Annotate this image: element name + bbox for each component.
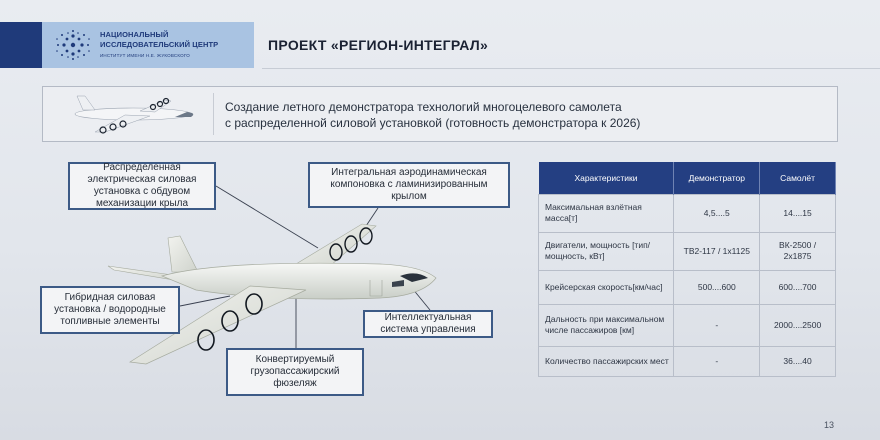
callout-intelligent-control: Интеллектуальная система управления — [363, 310, 493, 338]
row-param: Двигатели, мощность [тип/мощность, кВт] — [537, 231, 675, 271]
row-plane-value: 600....700 — [759, 269, 836, 305]
row-plane-value: 36....40 — [759, 345, 836, 377]
title-divider — [262, 68, 880, 69]
logo-dots-icon — [56, 30, 90, 60]
table-row: Крейсерская скорость[км/час] 500....600 … — [537, 269, 836, 305]
row-demo-value: - — [673, 345, 761, 377]
airplane-thumbnail — [74, 95, 194, 134]
subtitle-line-1: Создание летного демонстратора технологи… — [225, 100, 622, 114]
header-aircraft: Самолёт — [759, 162, 836, 194]
logo: НАЦИОНАЛЬНЫЙ ИССЛЕДОВАТЕЛЬСКИЙ ЦЕНТР ИНС… — [42, 22, 254, 68]
row-param: Крейсерская скорость[км/час] — [537, 269, 675, 305]
slide-title: ПРОЕКТ «РЕГИОН-ИНТЕГРАЛ» — [268, 37, 489, 53]
table-header-row: Характеристики Демонстратор Самолёт — [538, 162, 836, 194]
table-row: Максимальная взлётная масса[т] 4,5....5 … — [537, 193, 836, 233]
header-accent-strip — [0, 22, 42, 68]
subtitle-box: Создание летного демонстратора технологи… — [42, 86, 838, 142]
table-row: Двигатели, мощность [тип/мощность, кВт] … — [537, 231, 836, 271]
row-plane-value: 2000....2500 — [759, 303, 836, 347]
logo-line-2: ИССЛЕДОВАТЕЛЬСКИЙ ЦЕНТР — [100, 39, 219, 49]
logo-line-1: НАЦИОНАЛЬНЫЙ — [100, 29, 169, 39]
spec-table: Характеристики Демонстратор Самолёт Макс… — [537, 162, 836, 377]
page-number: 13 — [824, 420, 835, 430]
row-demo-value: - — [673, 303, 761, 347]
row-demo-value: 500....600 — [673, 269, 761, 305]
callout-hybrid-power: Гибридная силовая установка / водородные… — [40, 286, 180, 334]
row-param: Количество пассажирских мест — [537, 345, 675, 377]
callout-integral-layout: Интегральная аэродинамическая компоновка… — [308, 162, 510, 208]
table-row: Количество пассажирских мест - 36....40 — [537, 345, 836, 377]
row-param: Дальность при максимальном числе пассажи… — [537, 303, 675, 347]
row-param: Максимальная взлётная масса[т] — [537, 193, 675, 233]
logo-text: НАЦИОНАЛЬНЫЙ ИССЛЕДОВАТЕЛЬСКИЙ ЦЕНТР ИНС… — [100, 30, 218, 61]
row-demo-value: ТВ2-117 / 1х1125 — [673, 231, 761, 271]
airplane-illustration — [107, 223, 437, 365]
subtitle-line-2: с распределенной силовой установкой (гот… — [225, 116, 641, 130]
subtitle-divider — [213, 93, 214, 135]
callout-convertible-fuselage: Конвертируемый грузопассажирский фюзеляж — [226, 348, 364, 396]
header-characteristics: Характеристики — [538, 162, 675, 194]
row-plane-value: ВК-2500 / 2х1875 — [759, 231, 836, 271]
table-row: Дальность при максимальном числе пассажи… — [537, 303, 836, 347]
row-demo-value: 4,5....5 — [673, 193, 761, 233]
logo-line-3: ИНСТИТУТ ИМЕНИ Н.Е. ЖУКОВСКОГО — [100, 52, 190, 58]
callout-distributed-power: Распределенная электрическая силовая уст… — [68, 162, 216, 210]
subtitle-text: Создание летного демонстратора технологи… — [225, 99, 785, 131]
header-demonstrator: Демонстратор — [673, 162, 761, 194]
row-plane-value: 14....15 — [759, 193, 836, 233]
